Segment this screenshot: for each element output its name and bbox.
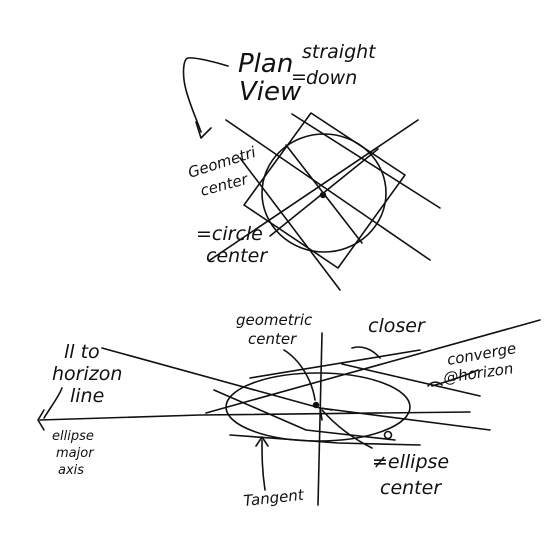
tangent-pointer (261, 439, 266, 491)
parallel-label-line1: ll to (64, 341, 100, 363)
closer-pointer (351, 346, 381, 359)
plan-title-line1: Plan (238, 49, 293, 79)
ellipse-center-label-line1: ≠ellipse (372, 451, 449, 473)
tangent-arrowhead (255, 436, 269, 447)
plan-pointer-arrow (182, 57, 229, 133)
plan-desc-line1: straight (302, 41, 377, 63)
perspective-ellipse (225, 372, 411, 442)
ellipse-center-pointer (321, 409, 373, 449)
parallel-pointer (43, 387, 63, 419)
parallel-label-line2: horizon (52, 363, 122, 385)
major-axis-label-line1: ellipse (52, 429, 94, 444)
closer-label: closer (368, 315, 426, 337)
major-axis-arrowhead (37, 409, 45, 431)
parallel-label-line3: line (70, 385, 104, 407)
converge-pointer (431, 369, 479, 387)
geometric-center-label-line1: geometric (236, 311, 313, 329)
tangent-point-marker (383, 430, 393, 440)
plan-square-frame (243, 112, 406, 269)
plan-pointer-arrowhead (195, 121, 212, 139)
plan-equals-sign: = (291, 66, 307, 88)
minor-axis-line (317, 332, 323, 506)
plan-desc-line2: down (306, 67, 357, 89)
plan-view-diagram (182, 57, 441, 291)
geometric-center-label-line2: center (248, 330, 297, 348)
geometric-center-pointer (283, 349, 316, 401)
plan-circle (261, 133, 387, 253)
geometric-center-dot (312, 401, 320, 409)
ellipse-center-label-line2: center (380, 477, 442, 499)
major-axis-label-line3: axis (58, 463, 84, 478)
major-axis-line (39, 411, 471, 421)
plan-center-dot (319, 191, 327, 199)
ellipse-center-arrowhead (319, 407, 333, 421)
major-axis-label-line2: major (56, 446, 95, 461)
perspective-diagram (37, 319, 541, 506)
plan-circle-label-line2: center (206, 245, 268, 267)
plan-circle-label-line1: =circle (196, 223, 263, 245)
tangent-label: Tangent (243, 486, 306, 510)
plan-title-line2: View (239, 77, 302, 107)
